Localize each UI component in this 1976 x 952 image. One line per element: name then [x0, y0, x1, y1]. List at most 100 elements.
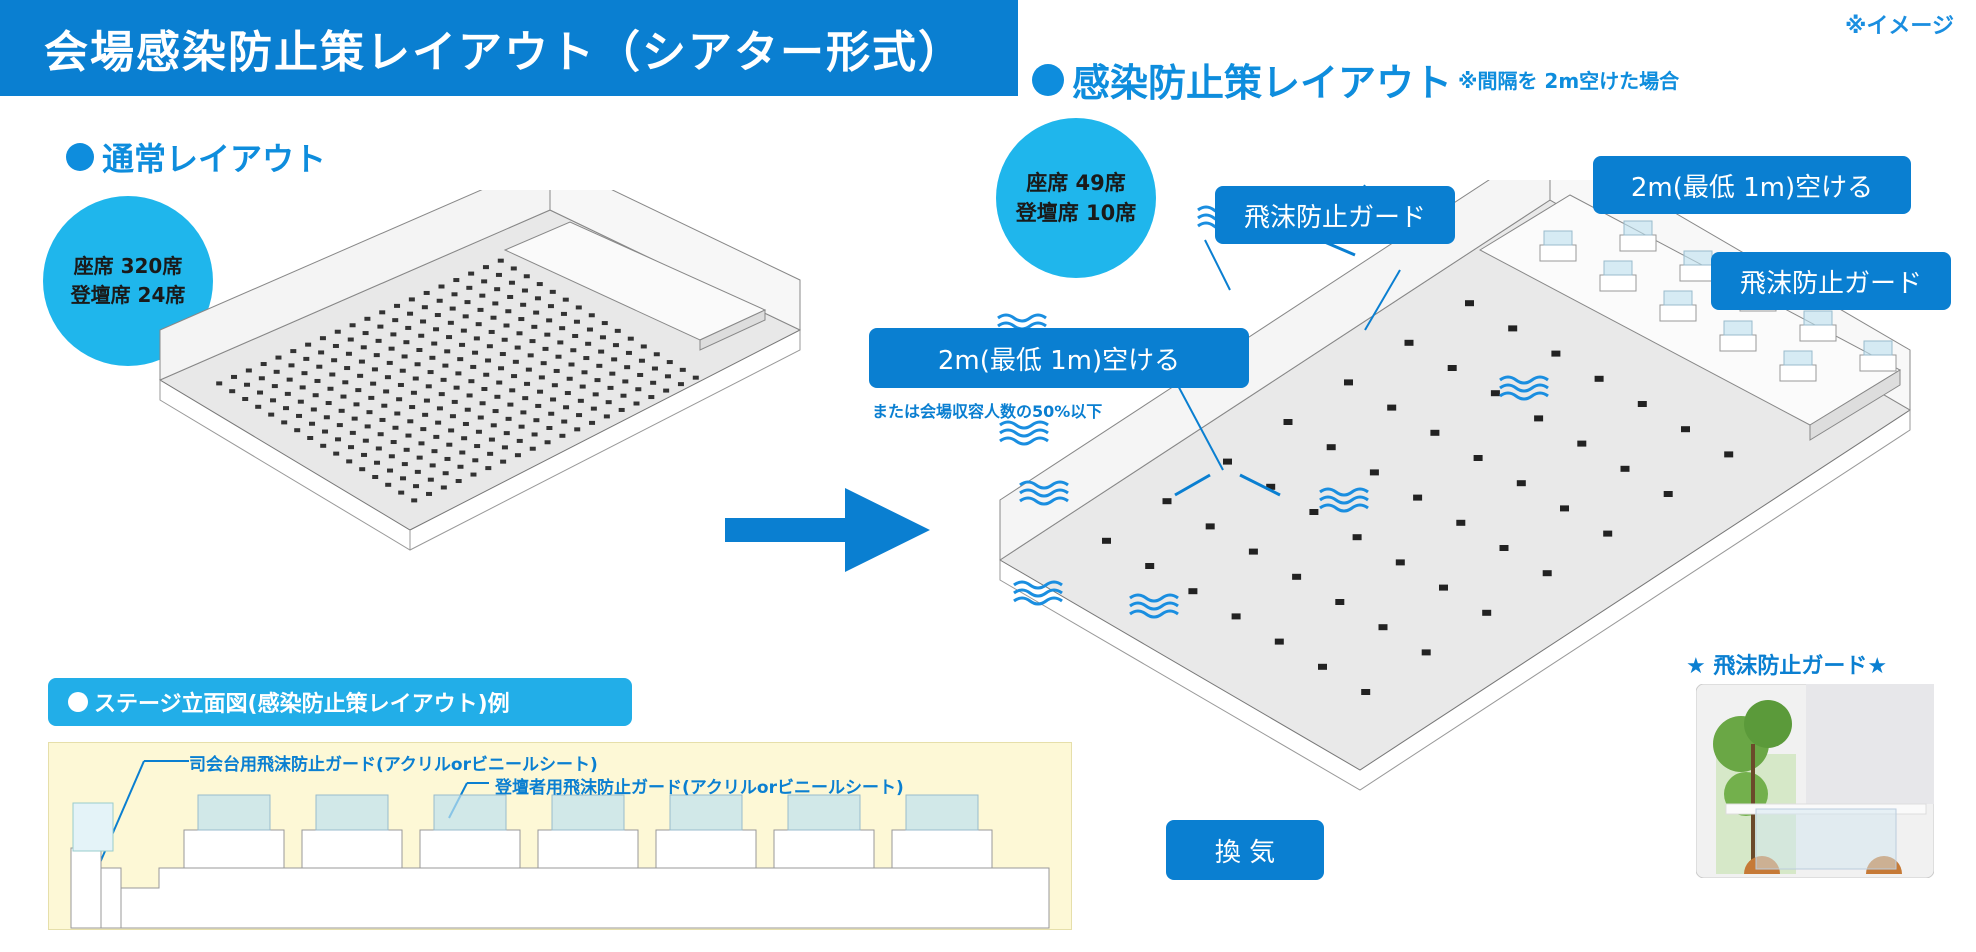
seat-icon	[327, 386, 334, 391]
seat-icon	[609, 371, 616, 376]
seat-icon	[388, 346, 395, 351]
seat-icon	[531, 432, 538, 437]
seat-icon	[1248, 548, 1258, 555]
seat-icon	[423, 290, 430, 295]
seat-icon	[453, 278, 460, 283]
seat-icon	[448, 428, 455, 433]
seat-icon	[479, 401, 486, 406]
stage-desk	[655, 829, 757, 869]
page-title: 会場感染防止策レイアウト（シアター形式）	[44, 27, 964, 78]
splash-guard-icon	[1863, 340, 1893, 356]
seat-icon	[386, 360, 393, 365]
seat-icon	[444, 456, 451, 461]
speaker-desk	[1719, 334, 1757, 352]
wave-icon	[1499, 375, 1549, 385]
seat-icon	[398, 490, 405, 495]
seat-icon	[338, 408, 345, 413]
wave-icon	[1013, 580, 1063, 590]
seat-icon	[353, 402, 360, 407]
seat-icon	[581, 370, 588, 375]
seat-icon	[323, 415, 330, 420]
stage-desk	[891, 829, 993, 869]
seat-icon	[524, 381, 531, 386]
bullet-icon	[66, 143, 94, 171]
seat-icon	[275, 355, 282, 360]
seat-icon	[637, 372, 644, 377]
seat-icon	[322, 429, 329, 434]
seat-icon	[400, 476, 407, 481]
wave-icon	[1129, 609, 1179, 619]
seat-icon	[492, 409, 499, 414]
seat-icon	[485, 358, 492, 363]
seat-icon	[1508, 325, 1518, 332]
seat-icon	[500, 459, 507, 464]
seat-icon	[533, 310, 540, 315]
seat-icon	[692, 375, 699, 380]
seat-icon	[464, 300, 471, 305]
seat-icon	[408, 297, 415, 302]
splash-guard-icon	[905, 794, 979, 831]
seat-icon	[576, 413, 583, 418]
seat-icon	[588, 313, 595, 318]
seat-icon	[612, 343, 619, 348]
seat-icon	[640, 344, 647, 349]
seat-icon	[561, 419, 568, 424]
speaker-desk	[1539, 244, 1577, 262]
seat-icon	[575, 305, 582, 310]
seat-icon	[1542, 570, 1552, 577]
seat-icon	[516, 438, 523, 443]
seat-icon	[512, 359, 519, 364]
seat-icon	[1663, 491, 1673, 497]
seat-icon	[553, 368, 560, 373]
seat-icon	[635, 387, 642, 392]
seat-icon	[538, 375, 545, 380]
normal-seats-line1: 座席 320席	[73, 254, 183, 278]
seat-icon	[1430, 429, 1440, 436]
seat-icon	[344, 366, 351, 371]
seat-icon	[427, 477, 434, 482]
seat-icon	[349, 323, 356, 328]
seat-icon	[664, 374, 671, 379]
image-note: ※イメージ	[1845, 14, 1954, 39]
seat-icon	[447, 320, 454, 325]
seat-icon	[394, 411, 401, 416]
speaker-desk	[1659, 304, 1697, 322]
callout-ventilation: 換 気	[1166, 820, 1324, 880]
seat-icon	[329, 372, 336, 377]
seat-icon	[346, 459, 353, 464]
seat-icon	[557, 340, 564, 345]
seat-icon	[1274, 638, 1284, 645]
seat-icon	[410, 390, 417, 395]
seat-icon	[373, 353, 380, 358]
seat-icon	[416, 455, 423, 460]
seat-icon	[1188, 588, 1198, 595]
seat-icon	[290, 349, 297, 354]
callout-ventilation-text: 換 気	[1214, 837, 1276, 868]
speaker-desks	[1539, 220, 1897, 382]
seat-icon	[299, 385, 306, 390]
seat-icon	[431, 341, 438, 346]
seat-icon	[271, 384, 278, 389]
seat-icon	[564, 391, 571, 396]
seat-icon	[229, 389, 236, 394]
normal-seat-grid	[216, 258, 699, 503]
seat-icon	[383, 389, 390, 394]
wave-icon	[1013, 588, 1063, 598]
seat-icon	[625, 350, 632, 355]
seat-icon	[473, 336, 480, 341]
seat-icon	[560, 311, 567, 316]
seat-icon	[387, 468, 394, 473]
seat-icon	[1456, 519, 1466, 526]
seat-icon	[1620, 465, 1630, 472]
seat-icon	[405, 325, 412, 330]
seat-icon	[258, 376, 265, 381]
seat-icon	[390, 440, 397, 445]
stage-desk	[773, 829, 875, 869]
guard-photo	[1696, 684, 1934, 878]
seat-icon	[1352, 534, 1362, 541]
seat-icon	[475, 322, 482, 327]
seat-icon	[457, 357, 464, 362]
seat-icon	[438, 392, 445, 397]
seat-icon	[286, 377, 293, 382]
seat-icon	[570, 348, 577, 353]
